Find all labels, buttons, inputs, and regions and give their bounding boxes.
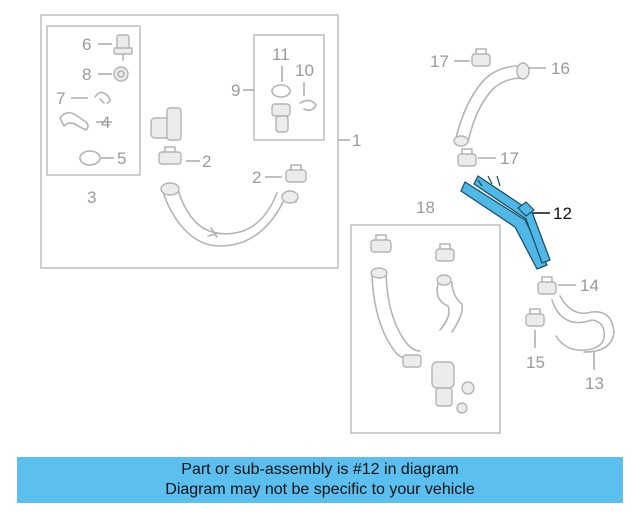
part-18-hose-short [436,281,464,333]
callout-14: 14 [580,276,599,295]
part-17-clamp-top [471,48,491,67]
leader-lines [71,43,595,370]
subassembly-9-box [253,34,325,141]
part-6-sensor [113,34,133,61]
callout-6: 6 [82,35,91,54]
part-18-clamp-b [435,243,455,262]
part-5-oring [79,150,101,166]
callout-1: 1 [352,131,361,150]
part-18-clamp-c [402,354,422,368]
part-1-hose [162,185,297,247]
parts-diagram: 6 8 7 4 5 3 2 2 1 9 11 10 17 16 17 12 18… [40,14,615,434]
part-2-clamp-left [158,146,182,165]
assembly-18-box [350,224,501,434]
callout-16: 16 [551,59,570,78]
part-13-hose [551,295,615,353]
callout-8: 8 [82,65,91,84]
part-1-hose-band [207,227,218,238]
callout-17-lower: 17 [500,149,519,168]
part-9-fitting [271,103,291,133]
callout-11: 11 [272,45,290,64]
part-18-clamp-a [370,234,392,253]
callout-2-upper: 2 [202,152,211,171]
callout-17-upper: 17 [430,52,449,71]
subassembly-3-box [46,25,141,176]
part-1-hose-end-b [281,190,299,204]
callout-12: 12 [553,204,572,223]
callout-3: 3 [87,188,96,207]
callout-15: 15 [526,353,545,372]
part-17-clamp-bottom [457,148,477,167]
callout-7: 7 [56,89,65,108]
part-18-hose-long-end [370,267,388,279]
part-7-clip [94,91,111,104]
part-16-hose-end [516,62,530,80]
part-1-hose-end-a [160,182,180,196]
part-16-hose-end-low [453,135,469,147]
part-4-hose [59,111,89,131]
banner-line-1: Part or sub-assembly is #12 in diagram [181,461,459,478]
assembly-1-box [40,14,339,269]
callout-10: 10 [295,61,314,80]
part-2-clamp-right [285,164,307,183]
part-15-clamp [525,308,545,327]
info-banner: Part or sub-assembly is #12 in diagram D… [17,457,623,503]
part-16-hose [455,65,523,143]
part-11-oring [271,84,291,98]
part-14-clamp [537,276,557,295]
callout-4: 4 [101,113,110,132]
part-18-hose-long [371,274,421,360]
part-10-clip [299,99,317,112]
callout-5: 5 [117,149,126,168]
part-18-hose-short-end [436,274,452,286]
banner-line-2: Diagram may not be specific to your vehi… [165,481,475,498]
part-12-highlighted [460,175,551,270]
part-flange [150,107,182,141]
callout-18: 18 [416,198,435,217]
callout-9: 9 [231,81,240,100]
callout-2-lower: 2 [252,168,261,187]
part-18-pump [431,361,475,414]
callout-13: 13 [585,374,604,393]
part-8-washer [113,66,129,82]
